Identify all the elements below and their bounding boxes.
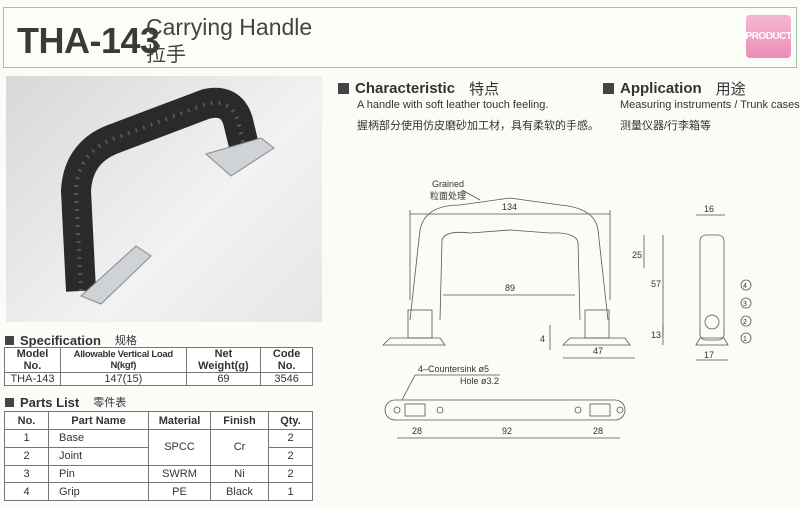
parts-title-zh: 零件表 (93, 397, 127, 409)
dim-base-thickness: 4 (540, 334, 545, 344)
cell-name: Base (48, 429, 149, 448)
table-row: 3 Pin SWRM Ni 2 (4, 464, 313, 484)
dim-grip-height: 25 (632, 250, 642, 260)
characteristic-title: Characteristic (355, 80, 456, 97)
callout-1: 1 (743, 336, 747, 343)
bullet-square-icon (5, 335, 14, 345)
dim-inner: 89 (505, 283, 515, 293)
column-header: Material (148, 411, 211, 430)
bullet-square-icon (603, 83, 614, 94)
cell-model: THA-143 (4, 372, 61, 386)
table-row: 2 Joint 2 (4, 446, 313, 466)
cell-material: SPCC (148, 429, 211, 466)
dim-side-base: 17 (704, 350, 714, 360)
column-header: Code No. (260, 347, 313, 373)
bullet-square-icon (5, 397, 14, 407)
cell-no: 2 (4, 446, 49, 466)
product-title-zh: 拉手 (146, 44, 186, 66)
bullet-square-icon (338, 83, 349, 94)
countersink-label: 4–Countersink ø5 (418, 364, 489, 374)
cell-no: 4 (4, 482, 49, 501)
cell-name: Pin (48, 464, 149, 484)
dim-hole-pitch: 28 (412, 426, 422, 436)
cell-no: 3 (4, 464, 49, 484)
column-header: Finish (210, 411, 269, 430)
column-header: Net Weight(g) (185, 347, 262, 373)
table-row: 4 Grip PE Black 1 (4, 482, 313, 501)
dim-height: 57 (651, 279, 661, 289)
characteristic-text-zh: 握柄部分使用仿皮磨砂加工材，具有柔软的手感。 (357, 120, 599, 132)
column-header: Model No. (4, 347, 61, 373)
application-title: Application (620, 80, 702, 97)
cell-qty: 2 (268, 429, 313, 448)
callout-4: 4 (743, 283, 747, 290)
product-title: Carrying Handle (146, 14, 313, 40)
dim-base-height: 13 (651, 330, 661, 340)
cell-finish: Black (210, 482, 269, 501)
specification-heading: Specification 规格 (5, 332, 137, 348)
column-header: Allowable Vertical Load N(kgf) (59, 347, 187, 373)
callout-circles (740, 279, 752, 344)
parts-table: No. Part Name Material Finish Qty. 1 Bas… (4, 411, 313, 501)
table-row: THA-143 147(15) 69 3546 (4, 372, 313, 386)
parts-title: Parts List (20, 394, 80, 410)
header-banner: THA-143 Carrying Handle 拉手 PRODUCT (3, 7, 797, 68)
dim-hole-pitch-2: 28 (593, 426, 603, 436)
cell-finish: Ni (210, 464, 269, 484)
dim-side-width: 16 (704, 204, 714, 214)
application-text: Measuring instruments / Trunk cases (620, 99, 800, 111)
cell-name: Joint (48, 446, 149, 466)
column-header: Qty. (268, 411, 313, 430)
handle-outline (409, 197, 609, 321)
hole-label: Hole ø3.2 (460, 376, 499, 386)
product-photo (6, 76, 322, 322)
callout-2: 2 (743, 319, 747, 326)
specification-table: Model No. Allowable Vertical Load N(kgf)… (4, 347, 313, 386)
characteristic-title-zh: 特点 (469, 81, 500, 98)
table-row: 1 Base SPCC Cr 2 (4, 429, 313, 466)
specification-title: Specification (20, 332, 101, 348)
cell-no: 1 (4, 429, 49, 448)
application-title-zh: 用途 (715, 81, 746, 98)
cell-weight: 69 (185, 372, 262, 386)
cell-load: 147(15) (59, 372, 187, 386)
application-text-zh: 测量仪器/行李箱等 (620, 120, 712, 132)
model-number: THA-143 (17, 20, 160, 61)
application-heading: Application 用途 (603, 78, 746, 99)
cell-qty: 2 (268, 464, 313, 484)
cell-material: SWRM (148, 464, 211, 484)
cell-qty: 1 (268, 482, 313, 501)
technical-drawing: Grained 粒面处理 134 89 25 57 13 4 47 16 17 … (382, 179, 752, 439)
dim-width: 134 (502, 202, 517, 212)
characteristic-heading: Characteristic 特点 (338, 78, 499, 99)
grained-label-zh: 粒面处理 (430, 190, 466, 201)
dim-span: 92 (502, 426, 512, 436)
handle-photo-image (61, 87, 275, 305)
cell-code: 3546 (260, 372, 313, 386)
cell-name: Grip (48, 482, 149, 501)
cell-material: PE (148, 482, 211, 501)
product-badge: PRODUCT (746, 15, 792, 58)
cell-finish: Cr (210, 429, 269, 466)
callout-3: 3 (743, 301, 747, 308)
parts-heading: Parts List 零件表 (5, 394, 126, 410)
column-header: Part Name (48, 411, 149, 430)
cell-qty: 2 (268, 446, 313, 466)
dim-base-width: 47 (593, 346, 603, 356)
specification-title-zh: 规格 (114, 335, 137, 347)
column-header: No. (4, 411, 49, 430)
grained-label: Grained (432, 179, 464, 189)
characteristic-text: A handle with soft leather touch feeling… (357, 99, 549, 111)
